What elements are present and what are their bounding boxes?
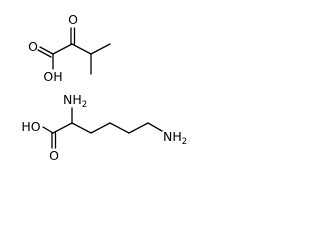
bond-carboxyl-hydroxyl bbox=[42, 126, 54, 134]
bond-c1-carbonyl-o-double bbox=[37, 49, 52, 58]
bond-alpha-beta bbox=[71, 122, 92, 134]
carboxyl-oxygen-label: O bbox=[49, 148, 59, 163]
bond-c1-c2 bbox=[52, 43, 73, 55]
terminal-amine-label: NH2 bbox=[163, 129, 187, 147]
bond-beta-gamma bbox=[90, 122, 111, 134]
chemical-structure-diagram: O O OH NH2 NH2 O HO bbox=[21, 12, 187, 163]
ketone-oxygen-label: O bbox=[68, 12, 78, 27]
bond-c3-methyl-up bbox=[90, 43, 111, 55]
carbonyl-oxygen-label: O bbox=[28, 39, 38, 54]
bond-epsilon-amine bbox=[147, 122, 163, 132]
bond-carboxyl-alpha bbox=[52, 122, 73, 134]
ketoacid-molecule: O O OH bbox=[28, 12, 111, 84]
bond-c2-c3 bbox=[71, 43, 92, 55]
carboxyl-hydroxyl-label: HO bbox=[21, 119, 40, 134]
alpha-amine-label: NH2 bbox=[63, 92, 87, 110]
bond-c1-carbonyl-o bbox=[39, 46, 54, 55]
bond-gamma-delta bbox=[109, 122, 130, 134]
bond-delta-epsilon bbox=[128, 122, 149, 134]
lysine-molecule: NH2 NH2 O HO bbox=[21, 92, 187, 163]
hydroxyl-label: OH bbox=[43, 69, 62, 84]
